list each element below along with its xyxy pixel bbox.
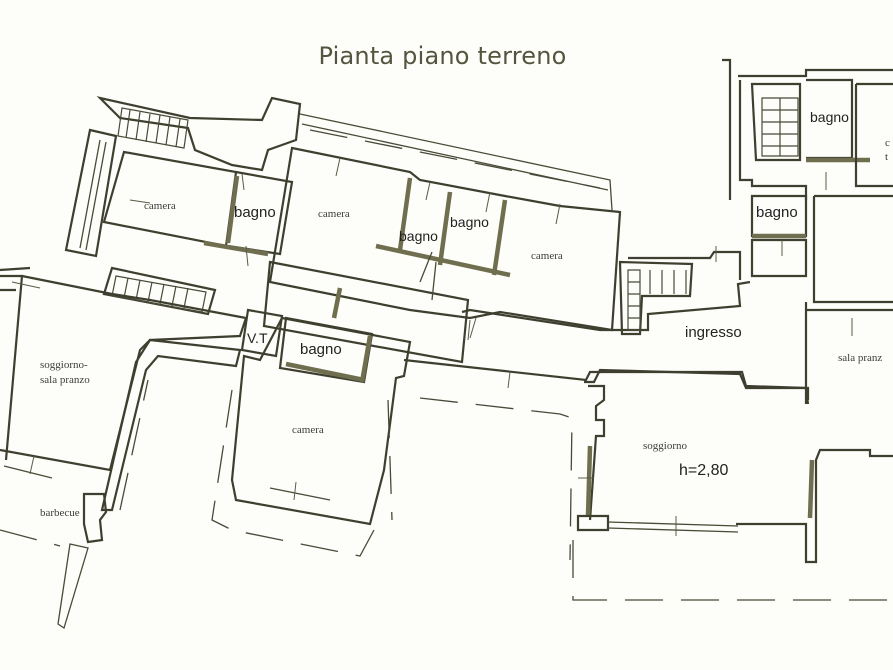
left-wing-walls <box>64 96 302 316</box>
plan-title-text: Pianta piano terreno <box>318 42 567 70</box>
room-label-partial-line2: t <box>885 151 889 163</box>
height-annotation: h=2,80 <box>679 462 729 479</box>
center-lower-walls <box>211 308 573 561</box>
ingresso-walls <box>618 246 742 336</box>
room-label-bagno-5: bagno <box>756 204 798 221</box>
right-top-walls <box>722 58 893 404</box>
room-label-barbecue: barbecue <box>40 507 80 519</box>
room-label-ingresso: ingresso <box>685 324 742 341</box>
room-label-soggiorno-sala-pranzo: soggiorno- sala pranzo <box>40 358 90 388</box>
room-label-soggiorno: soggiorno <box>643 440 687 452</box>
room-label-bagno-2: bagno <box>399 228 438 244</box>
room-label-partial-line1: c <box>885 137 890 149</box>
room-label-bagno-4: bagno <box>810 109 849 125</box>
room-label-camera-3: camera <box>531 250 563 262</box>
room-label-camera-1: camera <box>144 200 176 212</box>
center-wing-walls <box>262 113 622 364</box>
room-label-sala-pranzo: sala pranz <box>838 352 883 364</box>
room-label-bagno-6: bagno <box>300 341 342 358</box>
room-label-camera-4: camera <box>292 424 324 436</box>
room-label-vt: V.T <box>247 330 268 346</box>
left-living-walls <box>0 266 248 630</box>
room-label-camera-2: camera <box>318 208 350 220</box>
room-label-line2: sala pranzo <box>40 374 90 386</box>
plan-title: Pianta piano terreno <box>0 42 893 70</box>
room-label-partial-right: c t <box>885 136 890 164</box>
room-label-bagno-1: bagno <box>234 204 276 221</box>
soggiorno-walls <box>572 368 893 601</box>
room-label-bagno-3: bagno <box>450 214 489 230</box>
room-label-line1: soggiorno- <box>40 359 88 371</box>
